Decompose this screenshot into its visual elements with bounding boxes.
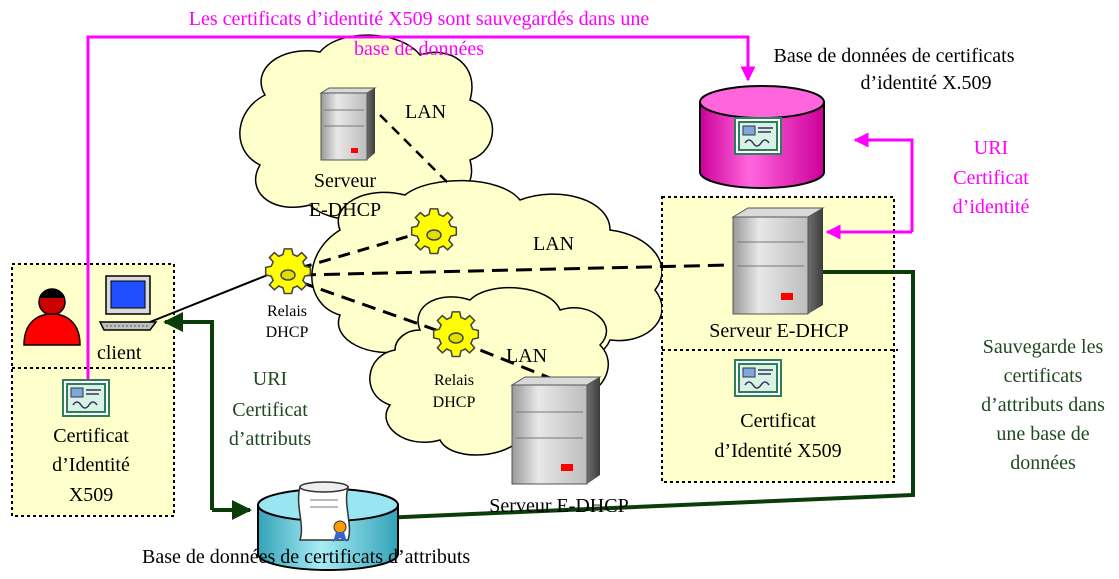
user-icon <box>23 288 81 346</box>
server-top-line2: E-DHCP <box>308 199 382 221</box>
attributes-db-label: Base de données de certificats d’attribu… <box>142 546 471 568</box>
lan-label-top: LAN <box>405 101 447 123</box>
server-right-label: Serveur E-DHCP <box>709 320 849 342</box>
uri-identity-line3: d’identité <box>952 196 1030 218</box>
relay-gear-left <box>264 247 312 295</box>
uri-attributes-line1: URI <box>252 368 288 390</box>
right-cert-line1: Certificat <box>740 410 816 432</box>
relay-left-line1: Relais <box>267 303 307 320</box>
top-note-line1: Les certificats d’identité X509 sont sau… <box>188 8 650 30</box>
relay-gear-bottom <box>432 310 480 358</box>
client-cert-line1: Certificat <box>53 425 129 447</box>
certificate-icon <box>734 117 782 155</box>
computer-icon <box>98 275 158 331</box>
save-note-line1: Sauvegarde les <box>982 336 1104 358</box>
attributes-database <box>257 481 399 571</box>
relay-bottom-line2: DHCP <box>432 394 476 411</box>
uri-identity-line2: Certificat <box>953 167 1029 189</box>
client-certificate-icon <box>62 379 110 417</box>
client-cert-line3: X509 <box>68 484 114 506</box>
relay-bottom-line1: Relais <box>434 372 474 389</box>
server-bottom-icon <box>510 376 602 485</box>
server-certificate-icon <box>734 359 782 397</box>
client-label: client <box>97 342 142 364</box>
identity-storage-arrow <box>86 35 756 382</box>
identity-db-line1: Base de données de certificats <box>773 45 1015 67</box>
relay-left-line2: DHCP <box>265 324 309 341</box>
top-note-line2: base de données <box>354 38 484 60</box>
save-note-line2: certificats <box>1003 365 1083 387</box>
identity-db-line2: d’identité X.509 <box>860 72 992 94</box>
right-cert-line2: d’Identité X509 <box>714 440 842 462</box>
save-note-line5: données <box>1010 452 1076 474</box>
lan-label-middle: LAN <box>533 233 575 255</box>
scroll-certificate-icon <box>297 481 351 542</box>
lan-label-bottom: LAN <box>506 345 548 367</box>
uri-identity-arrows <box>825 132 914 240</box>
uri-identity-line1: URI <box>973 137 1009 159</box>
server-top-line1: Serveur <box>313 170 377 192</box>
save-note-line3: d’attributs dans <box>981 394 1105 416</box>
relay-gear-top <box>410 207 458 255</box>
uri-attributes-line3: d’attributs <box>228 428 312 450</box>
uri-attributes-line2: Certificat <box>232 399 308 421</box>
server-top-icon <box>319 87 377 161</box>
uri-attributes-arrow <box>163 312 252 520</box>
save-note-line4: une base de <box>996 423 1090 445</box>
client-cert-line2: d’Identité <box>52 454 130 476</box>
identity-database <box>699 85 825 189</box>
server-bottom-label: Serveur E-DHCP <box>489 495 629 517</box>
save-attributes-arrow <box>378 270 915 528</box>
server-right-icon <box>731 207 825 315</box>
